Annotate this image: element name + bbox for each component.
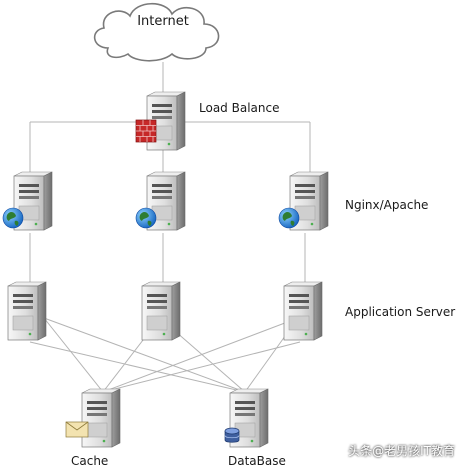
- firewall-icon: [135, 119, 157, 143]
- link-app1-db: [43, 317, 246, 393]
- database-label: DataBase: [228, 454, 286, 468]
- link-app1-cache: [43, 317, 104, 393]
- server-icon-app-3: [283, 281, 323, 341]
- app-tier-label: Application Server: [345, 305, 456, 319]
- internet-label: Internet: [137, 14, 189, 29]
- globe-icon-web-2: [135, 207, 157, 229]
- server-icon-app-1: [7, 281, 47, 341]
- envelope-icon: [65, 421, 89, 438]
- link-app1-x: [29, 341, 246, 393]
- server-icon-app-2: [141, 281, 181, 341]
- globe-icon-web-1: [2, 207, 24, 229]
- watermark: 头条@老男孩IT教育: [348, 444, 455, 458]
- load-balance-label: Load Balance: [199, 101, 280, 115]
- database-icon: [224, 427, 240, 443]
- web-tier-label: Nginx/Apache: [345, 198, 429, 212]
- server-icon-cache: [81, 388, 121, 448]
- cache-label: Cache: [71, 454, 109, 468]
- globe-icon-web-3: [278, 207, 300, 229]
- cloud-icon: [93, 2, 220, 62]
- link-app3-cache: [102, 317, 299, 393]
- link-app3-x: [102, 341, 301, 393]
